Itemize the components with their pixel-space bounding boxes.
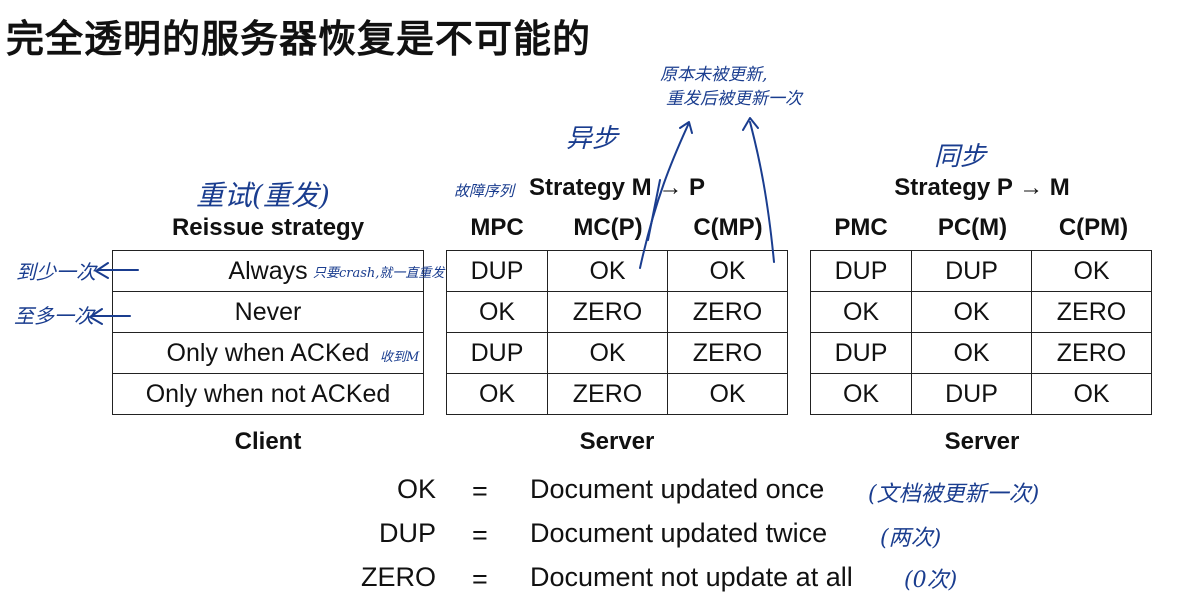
note-fault-order: 故障序列 <box>454 182 515 200</box>
arrow-never-icon <box>89 308 131 325</box>
table-row: Always <box>112 250 424 292</box>
strategy-mp-title: Strategy M → P <box>528 174 706 201</box>
table-row: DUP OK ZERO <box>810 332 1152 374</box>
client-cell: Never <box>112 291 424 333</box>
col-mpc: MPC <box>470 214 524 241</box>
note-dup: (两次) <box>880 526 942 551</box>
col-mcp: MC(P) <box>573 214 643 241</box>
server-mp-footer: Server <box>579 428 655 455</box>
table-cell: OK <box>667 250 788 292</box>
table-row: Only when not ACKed <box>112 373 424 415</box>
legend-eq: = <box>472 564 488 594</box>
table-cell: OK <box>547 332 668 374</box>
table-row: OK ZERO ZERO <box>446 291 788 333</box>
col-pmc: PMC <box>834 214 888 241</box>
table-row: Only when ACKed <box>112 332 424 374</box>
table-cell: OK <box>547 250 668 292</box>
client-cell: Always <box>112 250 424 292</box>
table-cell: OK <box>446 373 548 415</box>
strategy-pm-title: Strategy P → M <box>894 174 1070 201</box>
table-cell: OK <box>1031 250 1152 292</box>
legend-key-zero: ZERO <box>360 562 436 592</box>
table-cell: OK <box>1031 373 1152 415</box>
client-cell: Only when not ACKed <box>112 373 424 415</box>
col-cpm: C(PM) <box>1058 214 1129 241</box>
page-title: 完全透明的服务器恢复是不可能的 <box>6 17 592 61</box>
table-cell: DUP <box>911 250 1032 292</box>
legend-key-dup: DUP <box>378 518 436 548</box>
note-at-most-once: 至多一次 <box>14 304 94 328</box>
table-row: Never <box>112 291 424 333</box>
col-cmp: C(MP) <box>693 214 763 241</box>
note-acked: 收到M <box>380 350 420 365</box>
table-cell: OK <box>446 291 548 333</box>
table-cell: OK <box>810 373 912 415</box>
note-zero: (0次) <box>904 568 958 593</box>
table-cell: DUP <box>446 332 548 374</box>
server-pm-table: DUP DUP OK OK OK ZERO DUP OK ZERO OK DUP… <box>810 250 1152 415</box>
table-cell: DUP <box>911 373 1032 415</box>
client-cell: Only when ACKed <box>112 332 424 374</box>
note-retry: 重试(重发) <box>196 179 330 212</box>
table-row: OK ZERO OK <box>446 373 788 415</box>
note-ok: (文档被更新一次) <box>868 482 1040 507</box>
table-cell: ZERO <box>547 373 668 415</box>
stroke-mark-icon <box>647 179 661 241</box>
legend-value-zero: Document not update at all <box>530 562 853 592</box>
table-cell: ZERO <box>667 291 788 333</box>
col-pcm: PC(M) <box>937 214 1008 241</box>
table-row: DUP DUP OK <box>810 250 1152 292</box>
note-at-least-once: 到少一次 <box>16 260 96 284</box>
legend-key-ok: OK <box>396 474 436 504</box>
note-always: 只要crash,就一直重发 <box>313 266 445 281</box>
note-async: 异步 <box>566 124 619 154</box>
arrow-cmp-icon <box>742 117 775 263</box>
table-cell: ZERO <box>1031 332 1152 374</box>
client-footer: Client <box>234 428 302 455</box>
legend-eq: = <box>472 476 488 506</box>
legend-value-dup: Document updated twice <box>530 518 828 548</box>
legend-eq: = <box>472 520 488 550</box>
legend-value-ok: Document updated once <box>530 474 825 504</box>
client-table: Always Never Only when ACKed Only when n… <box>112 250 424 415</box>
table-row: OK DUP OK <box>810 373 1152 415</box>
note-top-2: 重发后被更新一次 <box>666 89 802 109</box>
note-top-1: 原本未被更新, <box>660 65 768 85</box>
table-cell: ZERO <box>1031 291 1152 333</box>
table-row: DUP OK ZERO <box>446 332 788 374</box>
table-cell: ZERO <box>667 332 788 374</box>
table-cell: OK <box>667 373 788 415</box>
server-mp-table: DUP OK OK OK ZERO ZERO DUP OK ZERO OK ZE… <box>446 250 788 415</box>
server-pm-footer: Server <box>944 428 1020 455</box>
table-cell: ZERO <box>547 291 668 333</box>
table-cell: DUP <box>810 332 912 374</box>
client-header: Reissue strategy <box>171 214 365 241</box>
note-sync: 同步 <box>934 142 987 172</box>
arrow-always-icon <box>95 262 139 279</box>
table-cell: OK <box>810 291 912 333</box>
arrow-ok-icon <box>639 121 693 269</box>
